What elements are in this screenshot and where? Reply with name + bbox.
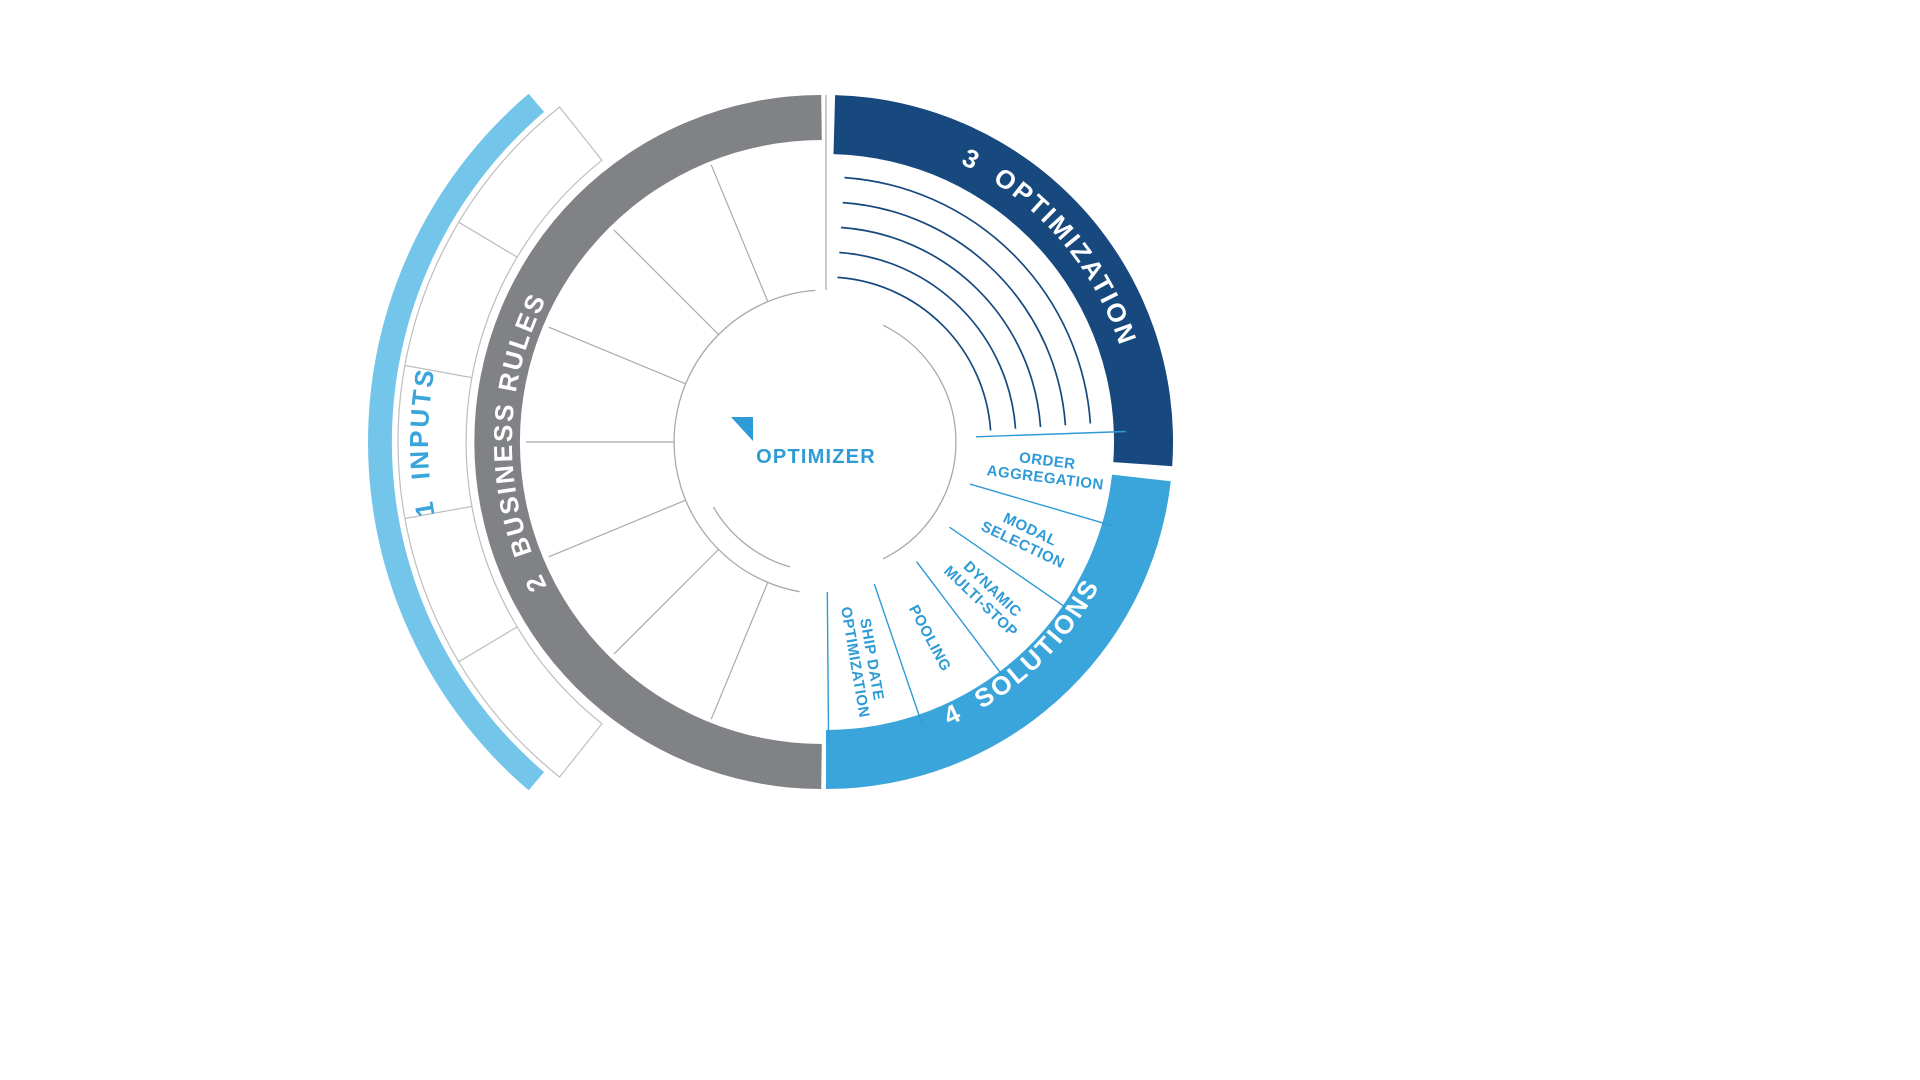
band-divider-line [404,364,472,379]
segment-line [826,591,830,743]
solution-segment-label: SHIP DATE OPTIMIZATION [837,605,887,719]
segment-line [949,526,1074,613]
optimization-ring [833,95,1174,467]
band-divider-line [404,505,472,520]
pointer-triangle-icon [731,417,753,441]
spoke-line [548,499,686,558]
segment-label-line: ORDER [1018,449,1076,473]
spoke-line [710,582,769,720]
left-spokes [526,95,827,720]
hub-arc [712,506,791,568]
segment-label-line: POOLING [905,602,954,674]
inputs-arc [368,93,545,791]
inputs-label-text: 1 INPUTS [404,365,438,519]
segment-line [975,430,1126,438]
inputs-band-dividers [404,221,518,663]
spoke-line [613,549,719,655]
concentric-arc [844,176,1092,424]
solution-segment-label: DYNAMIC MULTI-STOP [940,558,1024,641]
hub-arc [882,324,957,560]
band-divider-line [458,626,518,663]
segment-line [915,561,1008,682]
segment-line [873,583,924,727]
solution-segment-label: POOLING [905,602,954,674]
concentric-arc [839,251,1017,429]
concentric-arc [840,226,1042,428]
concentric-arc [842,201,1067,426]
solution-segment-label: MODAL SELECTION [978,510,1067,572]
optimizer-label: OPTIMIZER [756,446,876,468]
hub-circle [673,289,957,593]
spoke-line [548,326,686,385]
band-divider-line [458,221,518,258]
hub-arc [673,289,816,593]
solutions-ring [826,474,1171,789]
solution-segment-label: ORDER AGGREGATION [986,449,1105,494]
inputs-band [397,106,603,778]
concentric-arc [837,276,992,431]
spoke-line [710,164,769,302]
business-rules-ring [474,95,822,789]
spoke-line [613,229,719,335]
solution-segment-lines [826,430,1126,743]
segment-line [969,483,1115,527]
inputs-label: 1 INPUTS [404,365,441,519]
concentric-arc [846,151,1117,422]
optimization-concentric-arcs [837,151,1117,431]
